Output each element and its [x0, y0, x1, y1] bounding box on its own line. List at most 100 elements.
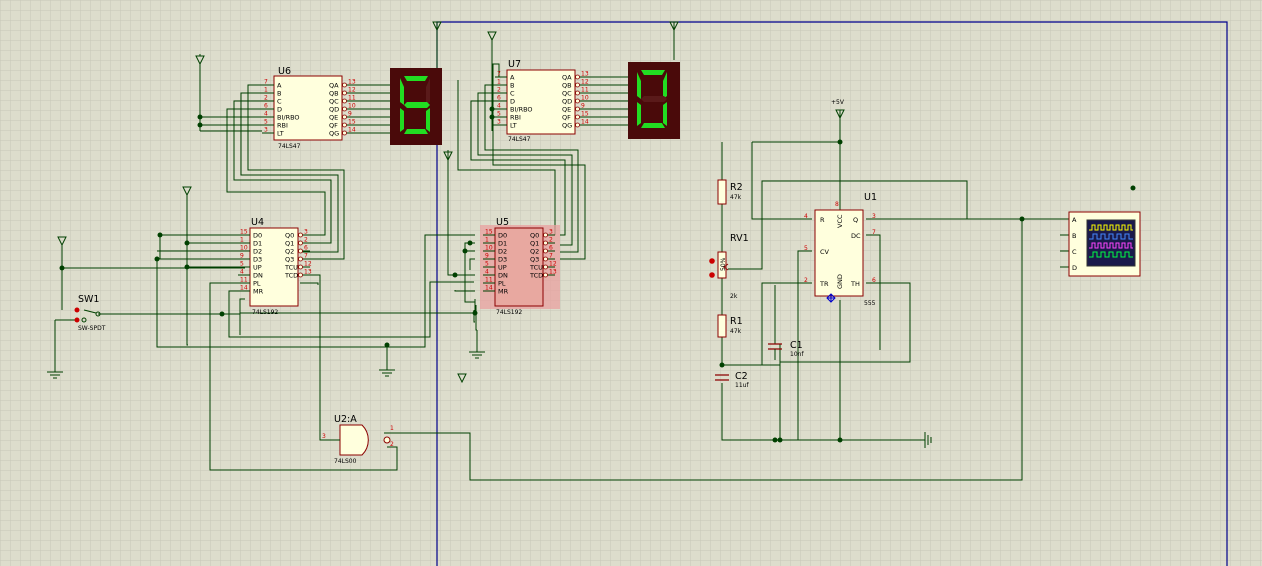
svg-text:2k: 2k [730, 293, 738, 300]
timer-u1-555[interactable]: U1 555 4 R 8 VCC 3 Q 7 DC 5 CV 2 TR GND … [804, 99, 877, 307]
svg-text:R1: R1 [730, 316, 743, 327]
display-right[interactable] [628, 62, 680, 139]
u6-pin-num: 12 [348, 87, 356, 94]
u5-pin-label: UP [498, 264, 507, 272]
segment-d [641, 123, 665, 128]
u4-pin-num: 5 [240, 261, 244, 268]
segment-d [404, 129, 428, 134]
svg-text:5: 5 [804, 245, 808, 252]
u5-pin-label: TCD [529, 272, 543, 280]
svg-text:VCC: VCC [836, 214, 844, 228]
segment-digit-left [400, 76, 430, 134]
u5-pin-label: PL [498, 280, 506, 288]
u4-pin-label: Q3 [285, 256, 294, 264]
resistor-r2[interactable]: R2 47k [717, 179, 743, 205]
u5-pin-label: D2 [498, 248, 507, 256]
u4-part: 74LS192 [252, 309, 278, 316]
sw1-ref: SW1 [78, 294, 99, 305]
u5-pin-label: Q0 [530, 232, 539, 240]
capacitor-c1[interactable]: C1 10nf [768, 340, 804, 360]
u7-pin-num: 11 [581, 87, 589, 94]
segment-e [400, 108, 404, 132]
u7-ref: U7 [508, 59, 521, 70]
u5-pin-label: D3 [498, 256, 507, 264]
u6-pin-num: 3 [264, 127, 268, 134]
pot-increase-icon[interactable] [709, 258, 715, 264]
u7-pin-num: 5 [497, 111, 501, 118]
svg-text:4: 4 [804, 213, 808, 220]
u5-pin-num: 1 [485, 237, 489, 244]
u7-pin-num: 13 [581, 71, 589, 78]
u5-pin-num: 5 [485, 261, 489, 268]
u5-pin-num: 4 [485, 269, 489, 276]
u5-pin-label: D1 [498, 240, 507, 248]
u5-pin-label: D0 [498, 232, 507, 240]
u5-pin-num: 3 [549, 229, 553, 236]
svg-text:TH: TH [850, 280, 860, 288]
scope-trace [1089, 224, 1133, 231]
u6-pin-label: QE [329, 114, 338, 122]
oscilloscope[interactable]: A B C D [1068, 211, 1141, 277]
sw1-part: SW-SPDT [78, 325, 106, 332]
capacitor-c2[interactable]: C2 11uf [715, 371, 749, 389]
u6-part: 74LS47 [278, 143, 301, 150]
u6-pin-num: 11 [348, 95, 356, 102]
segment-c [663, 102, 667, 126]
u6-pin-num: 2 [264, 95, 268, 102]
u5-pin-num: 15 [485, 229, 493, 236]
potentiometer-rv1[interactable]: RV1 50% 2k [709, 233, 749, 300]
svg-text:CV: CV [820, 248, 830, 256]
svg-text:A: A [1072, 216, 1077, 224]
u7-pin-label: RBI [510, 114, 521, 122]
u4-pin-num: 13 [304, 269, 312, 276]
u7-pin-label: D [510, 98, 515, 106]
u4-pin-num: 9 [240, 253, 244, 260]
u4-pin-num: 10 [240, 245, 248, 252]
segment-g [641, 96, 667, 102]
svg-text:C1: C1 [790, 340, 803, 351]
u7-pin-label: QD [562, 98, 572, 106]
svg-text:7: 7 [872, 229, 876, 236]
u6-pin-label: QB [329, 90, 339, 98]
display-left[interactable] [390, 68, 442, 145]
u4-pin-label: Q2 [285, 248, 294, 256]
u4-pin-num: 2 [304, 237, 308, 244]
u4-pin-label: Q0 [285, 232, 294, 240]
u7-pin-num: 15 [581, 111, 589, 118]
u1-part: 555 [864, 300, 876, 307]
u7-pin-label: A [510, 74, 515, 82]
u4-pin-label: D0 [253, 232, 262, 240]
svg-text:47k: 47k [730, 328, 742, 335]
pot-decrease-icon[interactable] [709, 272, 715, 278]
u6-pin-label: LT [277, 130, 284, 138]
resistor-r1[interactable]: R1 47k [717, 314, 743, 338]
u5-pin-num: 2 [549, 237, 553, 244]
u4-pin-num: 14 [240, 285, 248, 292]
u6-pin-num: 7 [264, 79, 268, 86]
u4-pin-num: 7 [304, 253, 308, 260]
segment-a [404, 76, 428, 81]
nand-gate-u2a[interactable]: U2:A 74LS00 3 1 2 [322, 414, 394, 465]
svg-text:R2: R2 [730, 182, 743, 193]
svg-text:R: R [820, 216, 825, 224]
u5-pin-num: 9 [485, 253, 489, 260]
svg-text:50%: 50% [720, 257, 727, 271]
u4-pin-label: TCD [284, 272, 298, 280]
scope-trace [1089, 233, 1133, 240]
scope-trace [1089, 251, 1133, 258]
u6-pin-label: QG [329, 130, 339, 138]
segment-a [641, 70, 665, 75]
switch-sw1[interactable]: SW1 SW-SPDT [74, 294, 106, 332]
u7-pin-num: 9 [581, 103, 585, 110]
segment-c [426, 108, 430, 132]
segment-b [663, 72, 667, 99]
u7-part: 74LS47 [508, 136, 531, 143]
u7-pin-num: 6 [497, 95, 501, 102]
svg-text:3: 3 [872, 213, 876, 220]
svg-text:2: 2 [390, 441, 394, 448]
